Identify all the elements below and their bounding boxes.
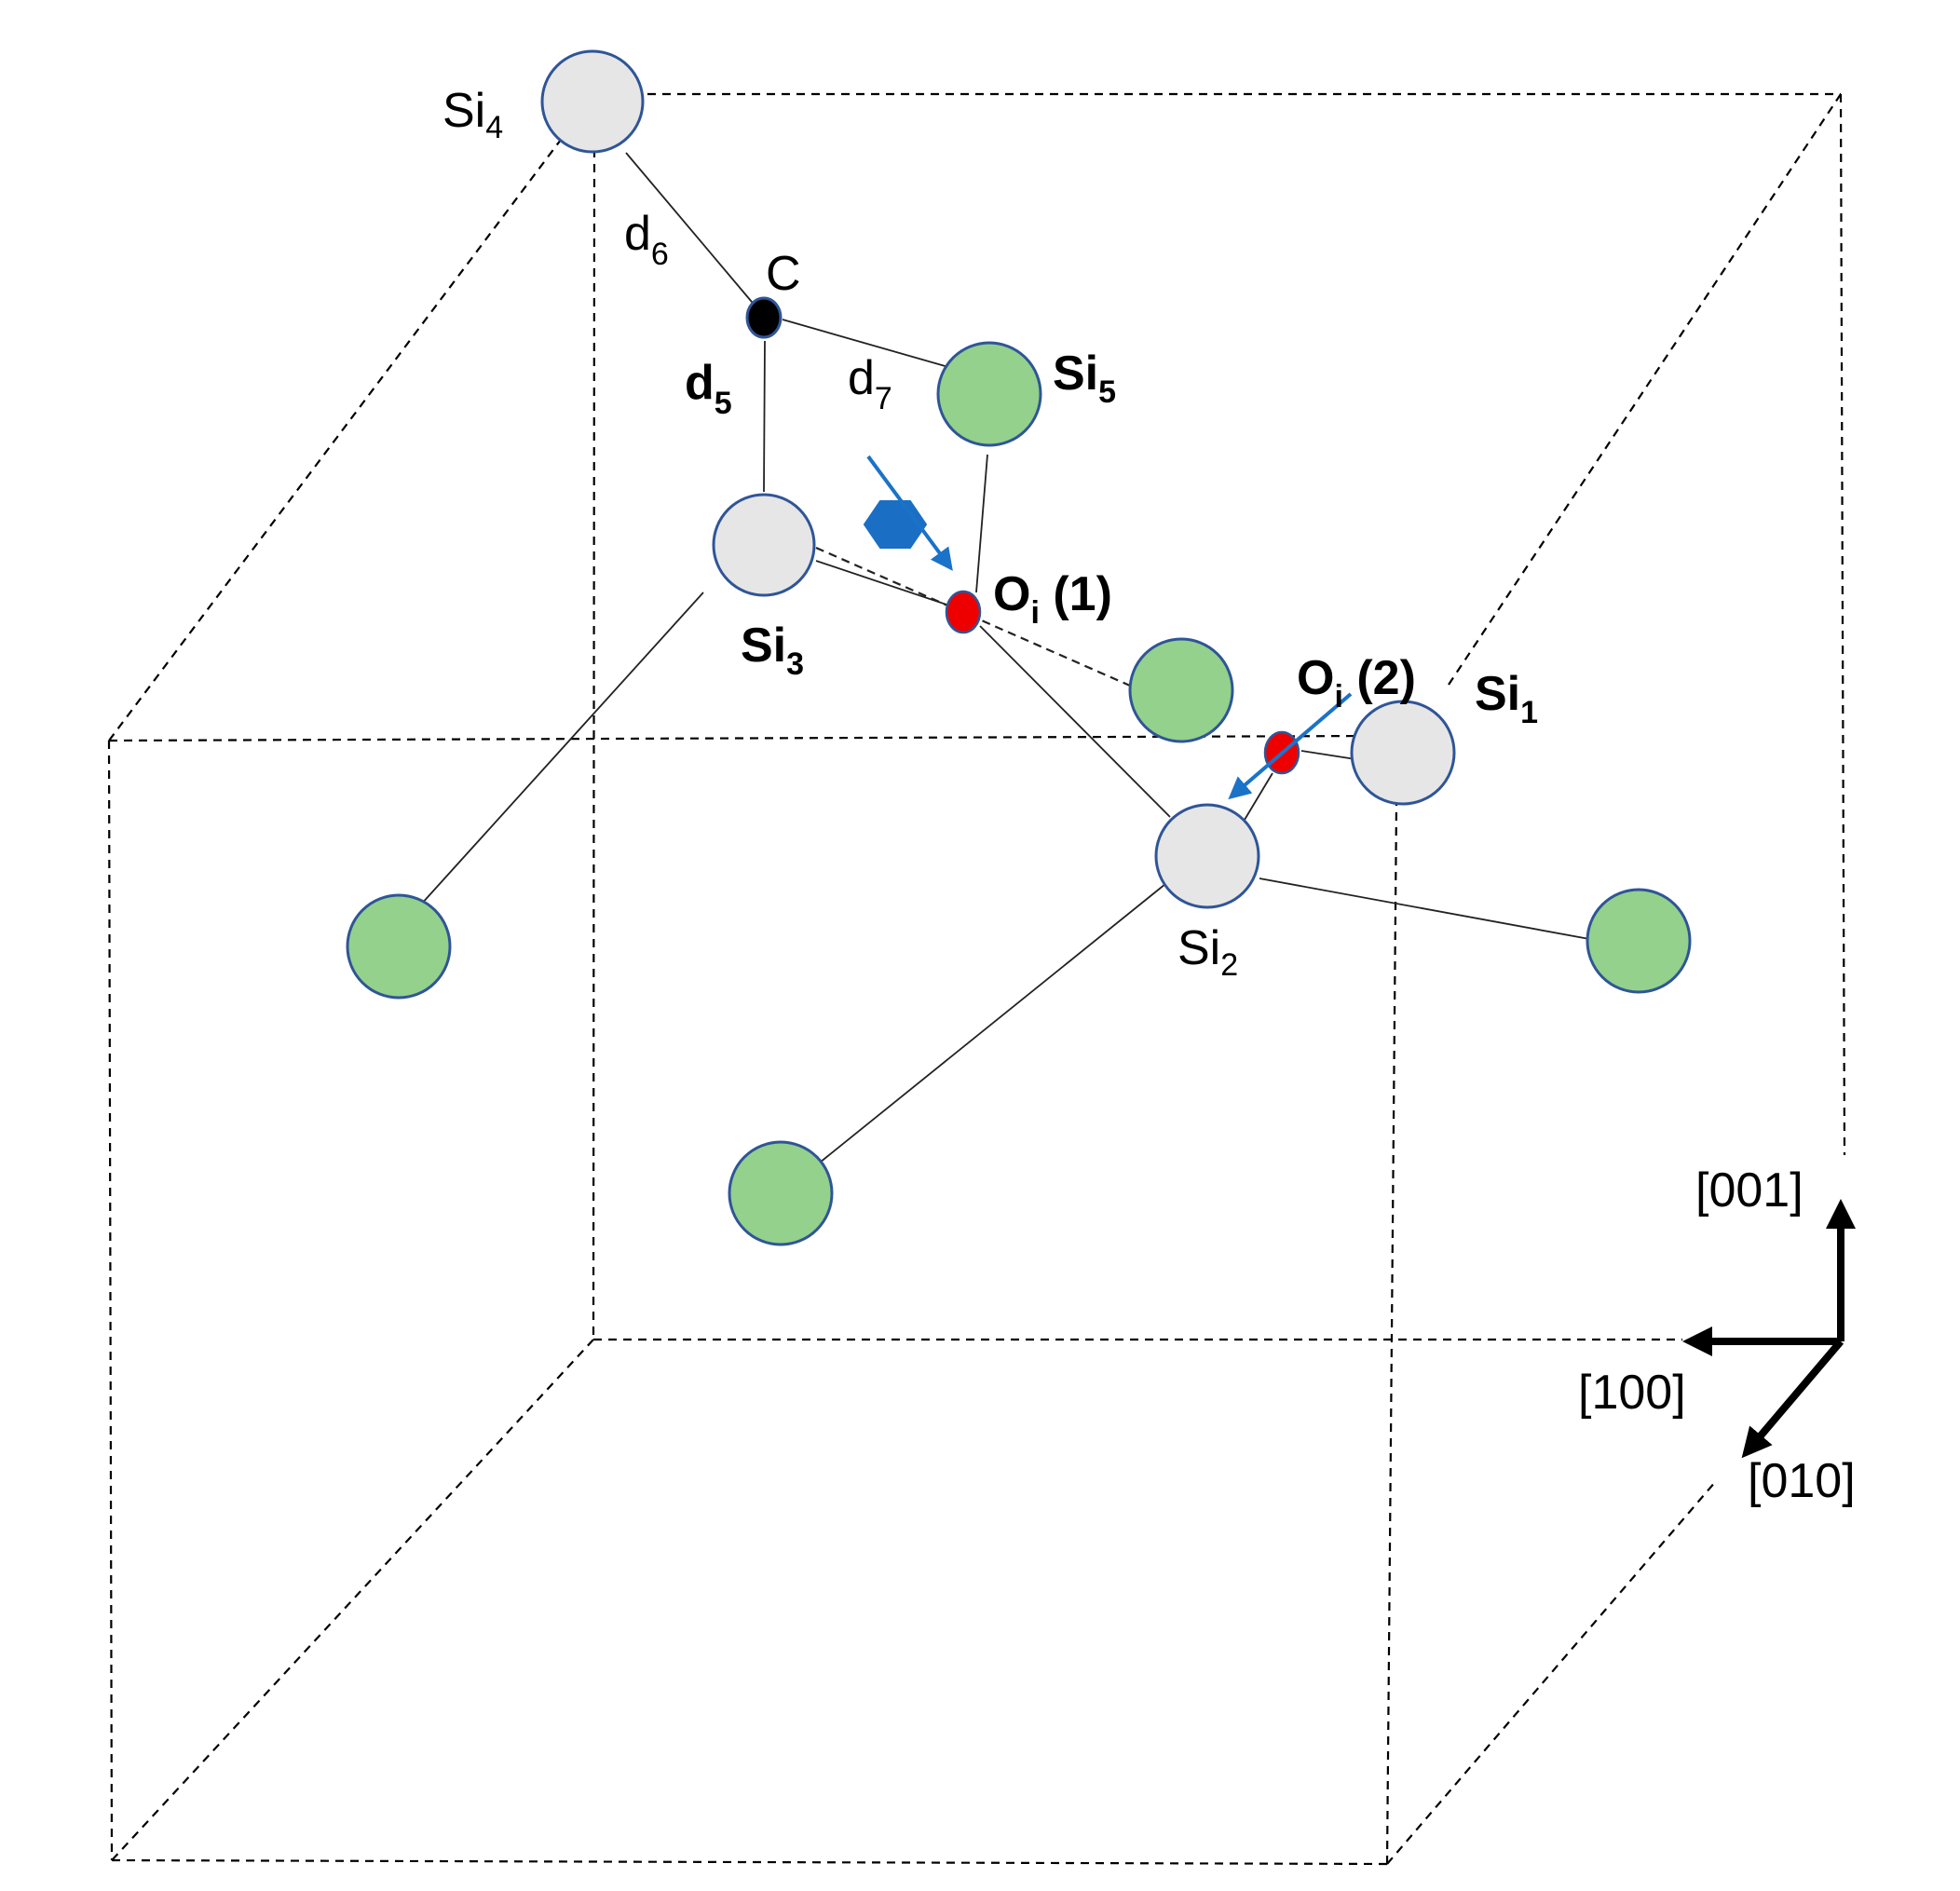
atom-si2 xyxy=(1154,803,1260,909)
cube-edge xyxy=(592,148,596,1340)
label-oi1: Oi (1) xyxy=(993,567,1112,631)
cube-edge xyxy=(1839,93,1846,1156)
atom-green-bottom xyxy=(728,1140,834,1246)
axis-label-100: [100] xyxy=(1578,1366,1686,1420)
cube-edge xyxy=(1385,803,1398,1865)
bond-si2-green-bottom xyxy=(819,883,1166,1163)
arrow-to-si2 xyxy=(1228,692,1353,800)
label-d5: d5 xyxy=(685,356,732,421)
label-d6: d6 xyxy=(624,207,669,272)
atoms xyxy=(346,49,1692,1246)
unit-cell-cube xyxy=(107,92,1846,1866)
bond-si2-oi2 xyxy=(1244,772,1273,821)
bond-si2-green-right xyxy=(1259,877,1590,940)
annotations xyxy=(863,455,1353,800)
cube-edge xyxy=(107,740,114,1861)
atom-si4 xyxy=(540,49,645,154)
atom-si5 xyxy=(936,341,1042,447)
label-si4: Si4 xyxy=(442,84,503,145)
bond-si4-c xyxy=(625,152,757,308)
axis-label-001: [001] xyxy=(1695,1163,1803,1218)
bond-si5-oi1 xyxy=(975,454,988,593)
axis-010-arrow xyxy=(1741,1339,1844,1459)
bond-oi2-si1 xyxy=(1300,750,1356,760)
label-si3: Si3 xyxy=(741,619,804,682)
atom-si3 xyxy=(712,493,816,597)
atom-green-center xyxy=(1128,637,1234,743)
cube-edge xyxy=(111,1339,594,1861)
atom-oi1 xyxy=(945,590,982,634)
bond-si3-oi1 xyxy=(815,560,953,607)
label-si5: Si5 xyxy=(1053,347,1116,410)
crystal-axes: [001] [100] [010] xyxy=(1578,1163,1856,1508)
axis-label-010: [010] xyxy=(1748,1454,1856,1508)
cube-edge xyxy=(1386,1480,1717,1865)
bonds xyxy=(419,152,1590,1163)
bond-oi1-si2 xyxy=(979,625,1171,818)
label-d7: d7 xyxy=(848,351,892,416)
atom-green-right xyxy=(1586,888,1692,994)
cube-edge xyxy=(111,1858,1388,1866)
bond-c-si5 xyxy=(782,319,949,368)
atom-carbon xyxy=(745,296,783,339)
label-si1: Si1 xyxy=(1475,667,1538,730)
distance-labels: d6 d5 d7 xyxy=(624,207,892,421)
atom-si1 xyxy=(1350,700,1456,806)
bond-si3-green-left xyxy=(419,592,704,906)
cube-edge xyxy=(1448,93,1842,686)
arrow-to-oi1 xyxy=(866,455,953,571)
atom-labels: Si4 C Si5 Si3 Si1 Si2 Oi (1) Oi (2) xyxy=(442,84,1538,983)
label-carbon: C xyxy=(766,247,801,301)
bond-c-si3 xyxy=(763,340,766,493)
label-si2: Si2 xyxy=(1177,921,1238,983)
cube-edge xyxy=(108,734,1373,742)
label-oi2: Oi (2) xyxy=(1297,651,1416,714)
cube-edge xyxy=(108,139,562,741)
atom-green-left xyxy=(346,893,452,1000)
